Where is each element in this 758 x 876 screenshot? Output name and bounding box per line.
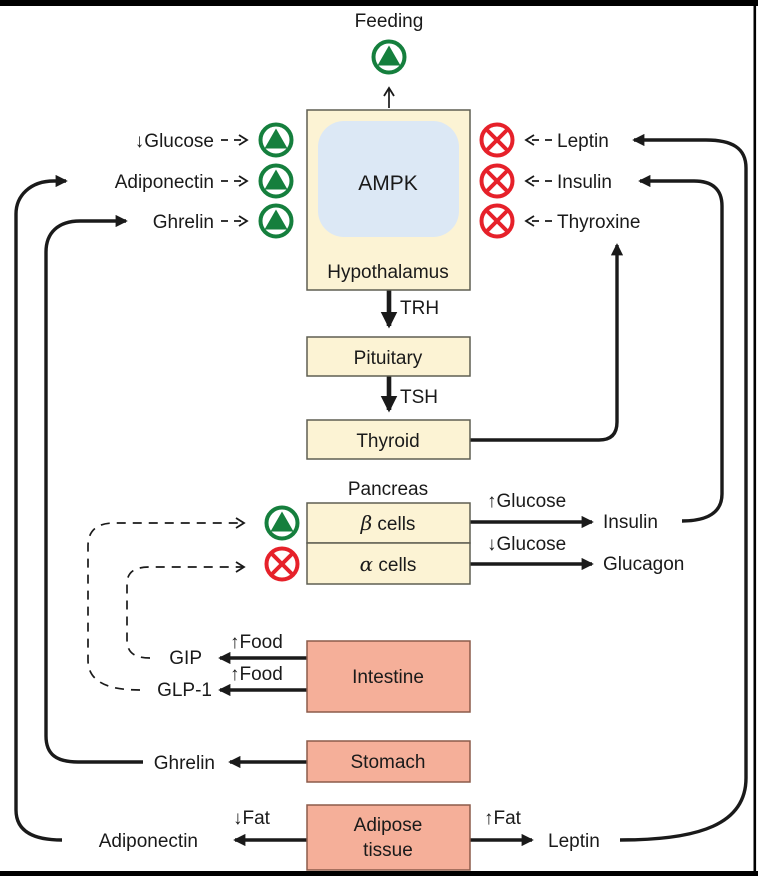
arrow-thyroid-to-thyroxine <box>470 243 624 442</box>
alpha-cells-box <box>306 542 471 585</box>
adipose-box <box>306 804 471 871</box>
inhibition-icon-alpha-cells <box>264 546 300 582</box>
inhibition-icon-thyroxine <box>479 203 515 239</box>
glucagon-output-label: Glucagon <box>603 554 684 575</box>
figure-bottom-rule <box>0 871 758 876</box>
figure-top-rule <box>0 0 758 6</box>
thyroid-box <box>306 419 471 460</box>
activation-icon-feeding <box>371 39 407 75</box>
input-glucose-label: ↓Glucose <box>135 131 214 152</box>
alpha-word: cells <box>373 555 416 576</box>
adiponectin-output-label: Adiponectin <box>99 831 198 852</box>
adipose-label-line1: Adipose <box>354 815 423 836</box>
insulin-output-label: Insulin <box>603 512 658 533</box>
ghrelin-output-label: Ghrelin <box>154 753 215 774</box>
beta-symbol: β <box>360 511 373 535</box>
fat-up-condition-label: ↑Fat <box>484 808 522 829</box>
alpha-cells-label: α cells <box>360 552 417 576</box>
tsh-label: TSH <box>400 387 438 408</box>
activation-icon-glucose <box>258 122 294 158</box>
inhibition-icon-insulin <box>479 163 515 199</box>
inhibition-icon-leptin <box>479 122 515 158</box>
stomach-label: Stomach <box>351 752 426 773</box>
input-leptin-label: Leptin <box>557 131 609 152</box>
activation-icon-adiponectin <box>258 163 294 199</box>
activation-icon-beta-cells <box>264 505 300 541</box>
fat-down-condition-label: ↓Fat <box>233 808 271 829</box>
thyroid-label: Thyroid <box>356 431 419 452</box>
ampk-box <box>318 121 459 237</box>
feedback-insulin-loop <box>638 174 724 523</box>
gip-condition-label: ↑Food <box>230 632 283 653</box>
beta-word: cells <box>372 514 415 535</box>
input-ghrelin-label: Ghrelin <box>153 212 214 233</box>
input-thyroxine-label: Thyroxine <box>557 212 640 233</box>
intestine-box <box>306 640 471 713</box>
feedback-ghrelin-loop <box>44 214 143 764</box>
alpha-condition-label: ↓Glucose <box>487 534 566 555</box>
gip-label: GIP <box>169 648 202 669</box>
input-adiponectin-label: Adiponectin <box>115 172 214 193</box>
beta-cells-box <box>306 502 471 544</box>
adipose-label-line2: tissue <box>363 840 413 861</box>
pituitary-label: Pituitary <box>354 348 423 369</box>
dashed-gip-to-alpha <box>126 561 246 659</box>
feeding-label: Feeding <box>355 11 424 32</box>
leptin-output-label: Leptin <box>548 831 600 852</box>
input-insulin-label: Insulin <box>557 172 612 193</box>
intestine-label: Intestine <box>352 667 424 688</box>
stomach-box <box>306 740 471 783</box>
trh-label: TRH <box>400 298 439 319</box>
pancreas-label: Pancreas <box>348 479 428 500</box>
ampk-label: AMPK <box>358 172 418 195</box>
pituitary-box <box>306 336 471 377</box>
feedback-adiponectin-loop <box>14 174 68 842</box>
glp1-condition-label: ↑Food <box>230 664 283 685</box>
alpha-symbol: α <box>360 552 374 576</box>
activation-icon-ghrelin <box>258 203 294 239</box>
beta-cells-label: β cells <box>360 511 416 535</box>
beta-condition-label: ↑Glucose <box>487 491 566 512</box>
dashed-glp1-to-beta <box>87 517 246 691</box>
figure-right-rule <box>753 0 757 876</box>
glp1-label: GLP-1 <box>157 680 212 701</box>
feedback-leptin-loop <box>619 133 748 842</box>
hypothalamus-label: Hypothalamus <box>327 262 448 283</box>
